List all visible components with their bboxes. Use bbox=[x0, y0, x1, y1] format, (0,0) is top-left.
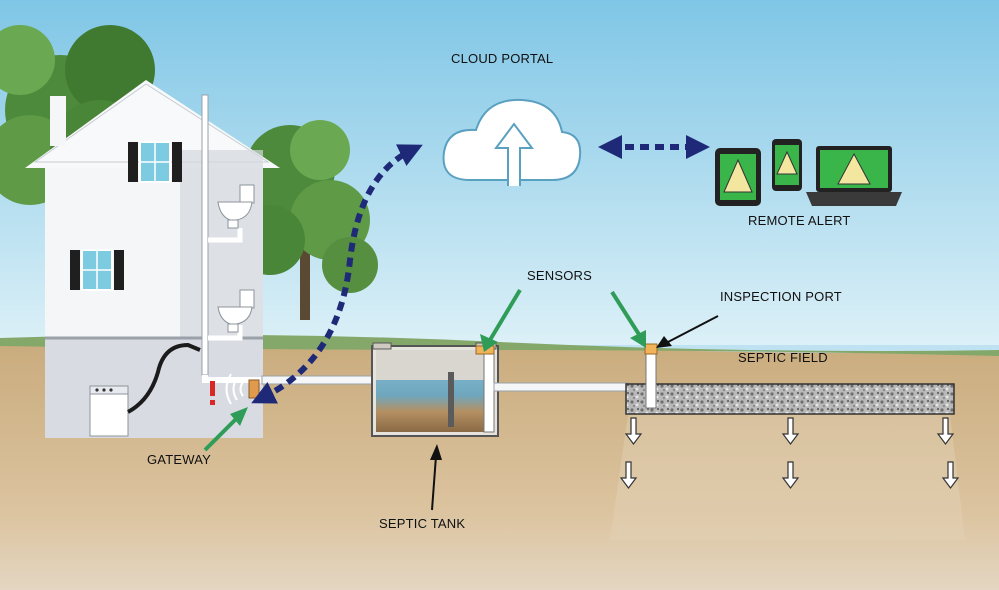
drainage-arrows bbox=[619, 417, 960, 489]
gateway-signal-waves bbox=[225, 373, 244, 405]
remote-alert-label: REMOTE ALERT bbox=[748, 213, 851, 228]
chimney bbox=[50, 96, 66, 146]
sensor-arrow-tank bbox=[480, 288, 522, 352]
toilet-lower bbox=[217, 289, 255, 333]
vent-stack bbox=[201, 94, 209, 376]
drain-arrow-3 bbox=[781, 417, 800, 445]
gateway-device bbox=[248, 379, 260, 399]
lower-window bbox=[70, 249, 124, 291]
exclamation-icon bbox=[210, 381, 215, 405]
tablet-alert-icon bbox=[715, 148, 761, 206]
inspection-port bbox=[645, 351, 657, 409]
septic-tank bbox=[371, 342, 499, 437]
inspection-port-pointer-arrow bbox=[656, 315, 719, 348]
laptop-alert-icon bbox=[806, 146, 902, 206]
inlet-pipe bbox=[261, 375, 381, 385]
upper-window bbox=[128, 141, 182, 183]
inspection-port-label: INSPECTION PORT bbox=[720, 289, 842, 304]
sensors-label: SENSORS bbox=[527, 268, 592, 283]
septic-tank-label: SEPTIC TANK bbox=[379, 516, 466, 531]
cloud-portal-label: CLOUD PORTAL bbox=[451, 51, 554, 66]
drain-arrow-4 bbox=[781, 461, 800, 489]
drain-arrow-2 bbox=[619, 461, 638, 489]
washing-machine bbox=[89, 385, 129, 437]
drain-arrow-6 bbox=[941, 461, 960, 489]
drain-arrow-1 bbox=[624, 417, 643, 445]
field-sensor bbox=[644, 343, 658, 355]
phone-alert-icon bbox=[772, 139, 802, 191]
toilet-upper bbox=[217, 184, 255, 229]
gateway-label: GATEWAY bbox=[147, 452, 211, 467]
septic-tank-pointer-arrow bbox=[430, 444, 442, 511]
drain-hose bbox=[126, 342, 201, 414]
sensor-arrow-field bbox=[610, 290, 646, 348]
drain-arrow-5 bbox=[936, 417, 955, 445]
septic-field-label: SEPTIC FIELD bbox=[738, 350, 828, 365]
cloud-upload-icon bbox=[442, 98, 582, 186]
wireless-link-arrow bbox=[251, 144, 423, 404]
outlet-pipe bbox=[493, 382, 629, 392]
gateway-pointer-arrow bbox=[203, 407, 248, 452]
